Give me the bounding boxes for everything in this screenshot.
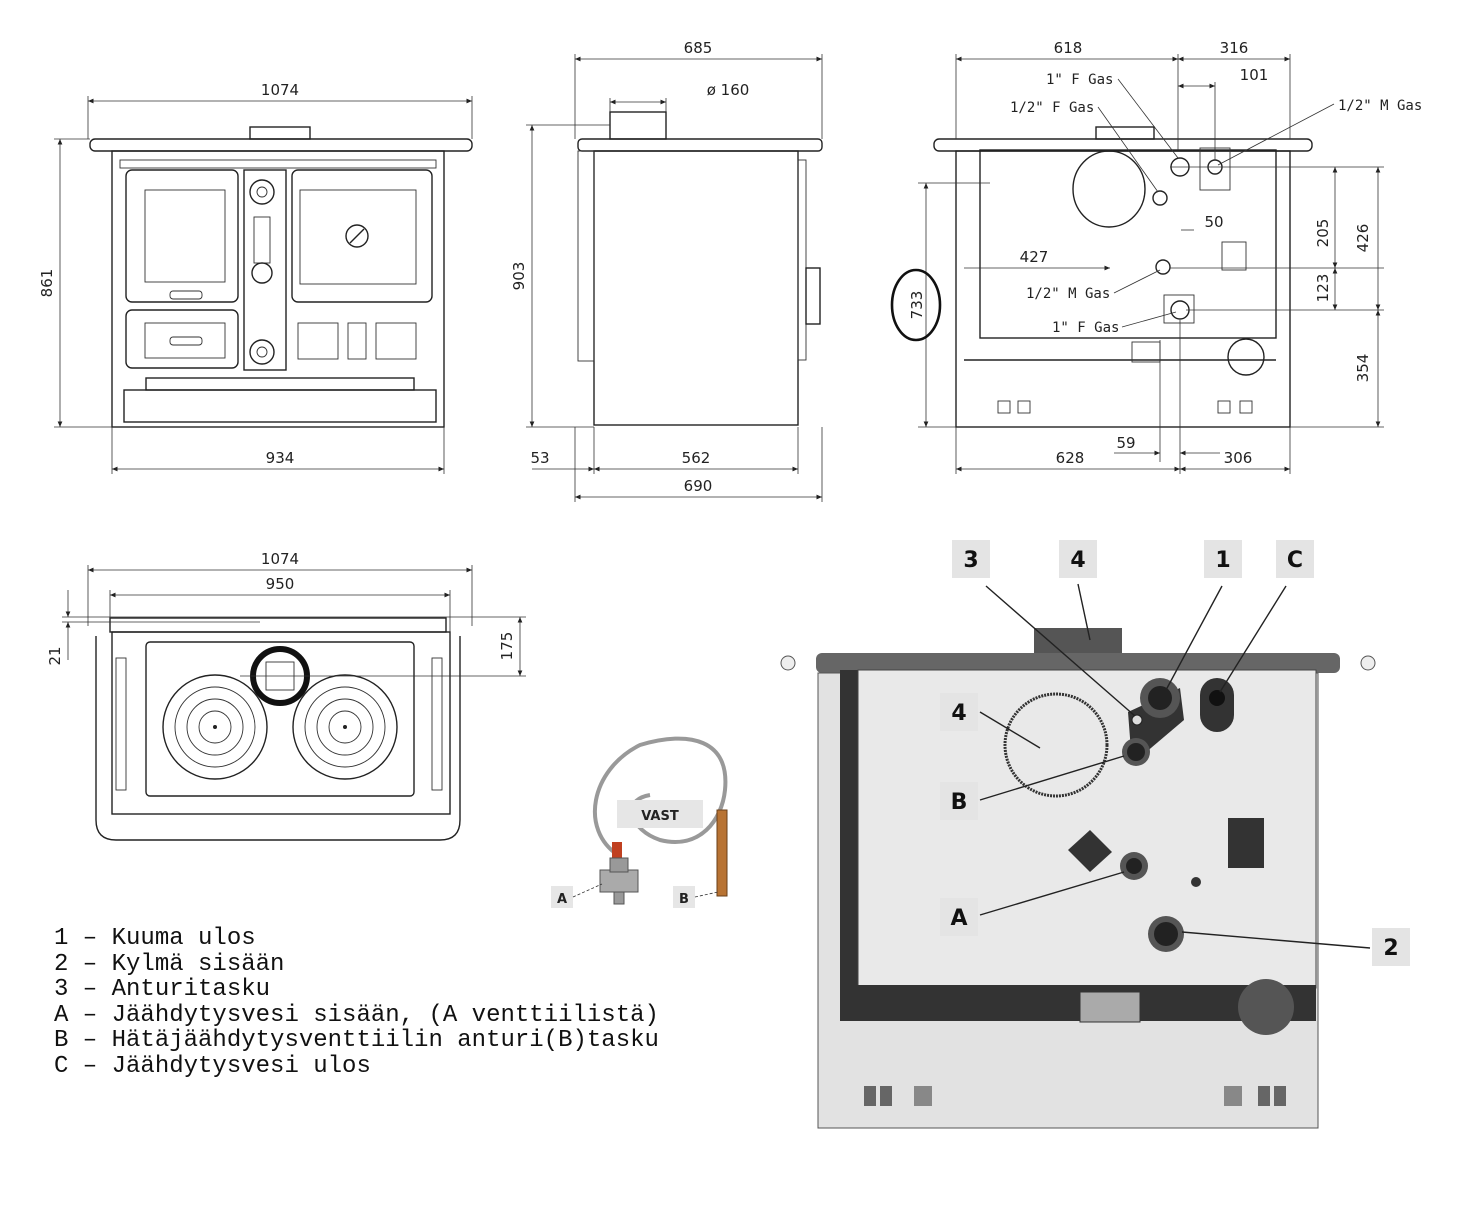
gas-label-half-m: 1/2" M Gas bbox=[1026, 286, 1110, 302]
legend-item: C – Jäähdytysvesi ulos bbox=[54, 1053, 371, 1080]
callout-c: C bbox=[1287, 548, 1303, 573]
callout-b: B bbox=[951, 790, 968, 815]
gas-label-half-m-top: 1/2" M Gas bbox=[1338, 98, 1422, 114]
valve-label-a: A bbox=[557, 892, 567, 907]
dim-rear-123: 123 bbox=[1314, 274, 1332, 303]
callout-1: 1 bbox=[1215, 548, 1230, 573]
dim-rear-205: 205 bbox=[1314, 219, 1332, 248]
valve-tag: VAST bbox=[641, 809, 679, 824]
dim-top-inner: 950 bbox=[266, 575, 295, 593]
legend: 1 – Kuuma ulos 2 – Kylmä sisään 3 – Antu… bbox=[54, 925, 659, 1080]
rear-detail: 3 4 1 C 4 B A 2 bbox=[780, 540, 1410, 1129]
side-view: 685 ø 160 903 53 562 690 bbox=[510, 39, 823, 502]
dim-rear-left-top: 618 bbox=[1054, 39, 1083, 57]
gas-label-1in-f-bottom: 1" F Gas bbox=[1052, 320, 1119, 336]
legend-item: B – Hätäjäähdytysventtiilin anturi(B)tas… bbox=[54, 1027, 659, 1054]
dim-side-flue: ø 160 bbox=[707, 81, 750, 99]
valve-label-b: B bbox=[679, 892, 689, 907]
callout-4: 4 bbox=[951, 701, 966, 726]
dim-front-width-base: 934 bbox=[266, 449, 295, 467]
dim-top-width: 1074 bbox=[261, 550, 299, 568]
dim-rear-354: 354 bbox=[1354, 354, 1372, 383]
dim-rear-733: 733 bbox=[908, 291, 926, 320]
dim-top-21: 21 bbox=[46, 646, 64, 665]
callout-4-top: 4 bbox=[1070, 548, 1085, 573]
rear-view: 1" F Gas 1/2" F Gas 1/2" M Gas 1/2" M Ga… bbox=[890, 39, 1422, 474]
dim-rear-628: 628 bbox=[1056, 449, 1085, 467]
dim-rear-306: 306 bbox=[1224, 449, 1253, 467]
legend-item: 1 – Kuuma ulos bbox=[54, 925, 256, 952]
dim-rear-right-inner: 101 bbox=[1240, 66, 1269, 84]
dim-side-height: 903 bbox=[510, 262, 528, 291]
dim-rear-426: 426 bbox=[1354, 224, 1372, 253]
dim-front-height: 861 bbox=[38, 269, 56, 298]
callout-2: 2 bbox=[1383, 936, 1398, 961]
dim-rear-59: 59 bbox=[1116, 434, 1135, 452]
dim-front-width-top: 1074 bbox=[261, 81, 299, 99]
dim-side-body: 562 bbox=[682, 449, 711, 467]
dim-side-total: 690 bbox=[684, 477, 713, 495]
dim-rear-right-top: 316 bbox=[1220, 39, 1249, 57]
callout-a: A bbox=[950, 906, 967, 931]
dim-rear-50: 50 bbox=[1204, 213, 1223, 231]
top-view: 1074 950 21 175 bbox=[46, 550, 526, 841]
callout-3: 3 bbox=[963, 548, 978, 573]
legend-item: A – Jäähdytysvesi sisään, (A venttiilist… bbox=[54, 1002, 659, 1029]
gas-label-half-f: 1/2" F Gas bbox=[1010, 100, 1094, 116]
dim-rear-427: 427 bbox=[1020, 248, 1049, 266]
legend-item: 2 – Kylmä sisään bbox=[54, 951, 284, 978]
dim-side-foot: 53 bbox=[530, 449, 549, 467]
safety-valve: VAST A B bbox=[551, 736, 728, 908]
legend-item: 3 – Anturitasku bbox=[54, 976, 270, 1003]
gas-label-1in-f-top: 1" F Gas bbox=[1046, 72, 1113, 88]
dim-side-depth-top: 685 bbox=[684, 39, 713, 57]
dim-top-175: 175 bbox=[498, 632, 516, 661]
front-view: 1074 861 934 bbox=[38, 81, 473, 474]
